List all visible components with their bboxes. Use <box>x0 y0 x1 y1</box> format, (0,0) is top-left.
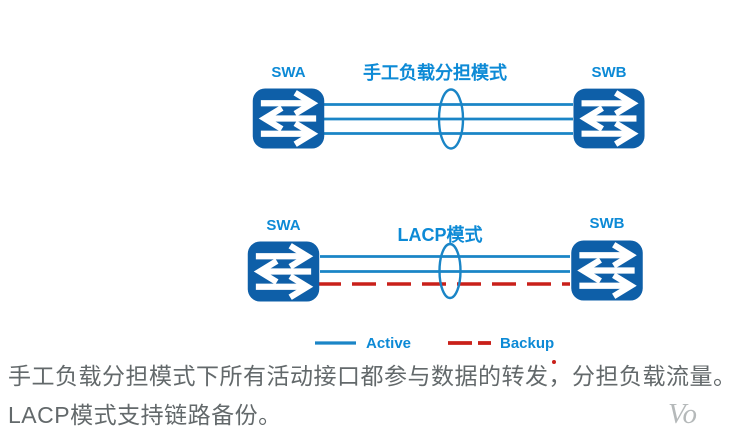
manual-swa-label: SWA <box>271 64 306 81</box>
watermark-text: Vo <box>668 398 697 430</box>
manual-swa-switch-icon <box>253 88 324 148</box>
red-dot-artifact <box>551 360 556 364</box>
caption-line-1-text: 手工负载分担模式下所有活动接口都参与数据的转发 <box>8 363 549 389</box>
lacp-swb-label: SWB <box>589 215 625 232</box>
lacp-swa-switch-icon <box>248 241 319 301</box>
manual-mode-title: 手工负载分担模式 <box>363 63 507 83</box>
caption-line-1: 手工负载分担模式下所有活动接口都参与数据的转发，分担负载流量。 <box>8 357 737 391</box>
manual-swb-switch-icon <box>573 89 644 149</box>
lacp-swb-switch-icon <box>571 240 642 300</box>
lacp-mode-links <box>317 242 570 300</box>
caption-line-1-tail: 分担负载流量。 <box>572 363 737 389</box>
caption-line-2: LACP模式支持链路备份。 <box>8 402 282 428</box>
aggregation-ellipse <box>437 88 465 150</box>
lacp-mode-title: LACP模式 <box>397 225 483 245</box>
legend-backup-label: Backup <box>500 335 555 352</box>
legend-active-label: Active <box>366 335 412 352</box>
aggregation-ellipse <box>438 242 462 300</box>
lacp-swa-label: SWA <box>266 217 301 234</box>
manual-swb-label: SWB <box>591 64 627 81</box>
caption-comma: ， <box>549 357 573 391</box>
manual-mode-links <box>322 88 573 150</box>
